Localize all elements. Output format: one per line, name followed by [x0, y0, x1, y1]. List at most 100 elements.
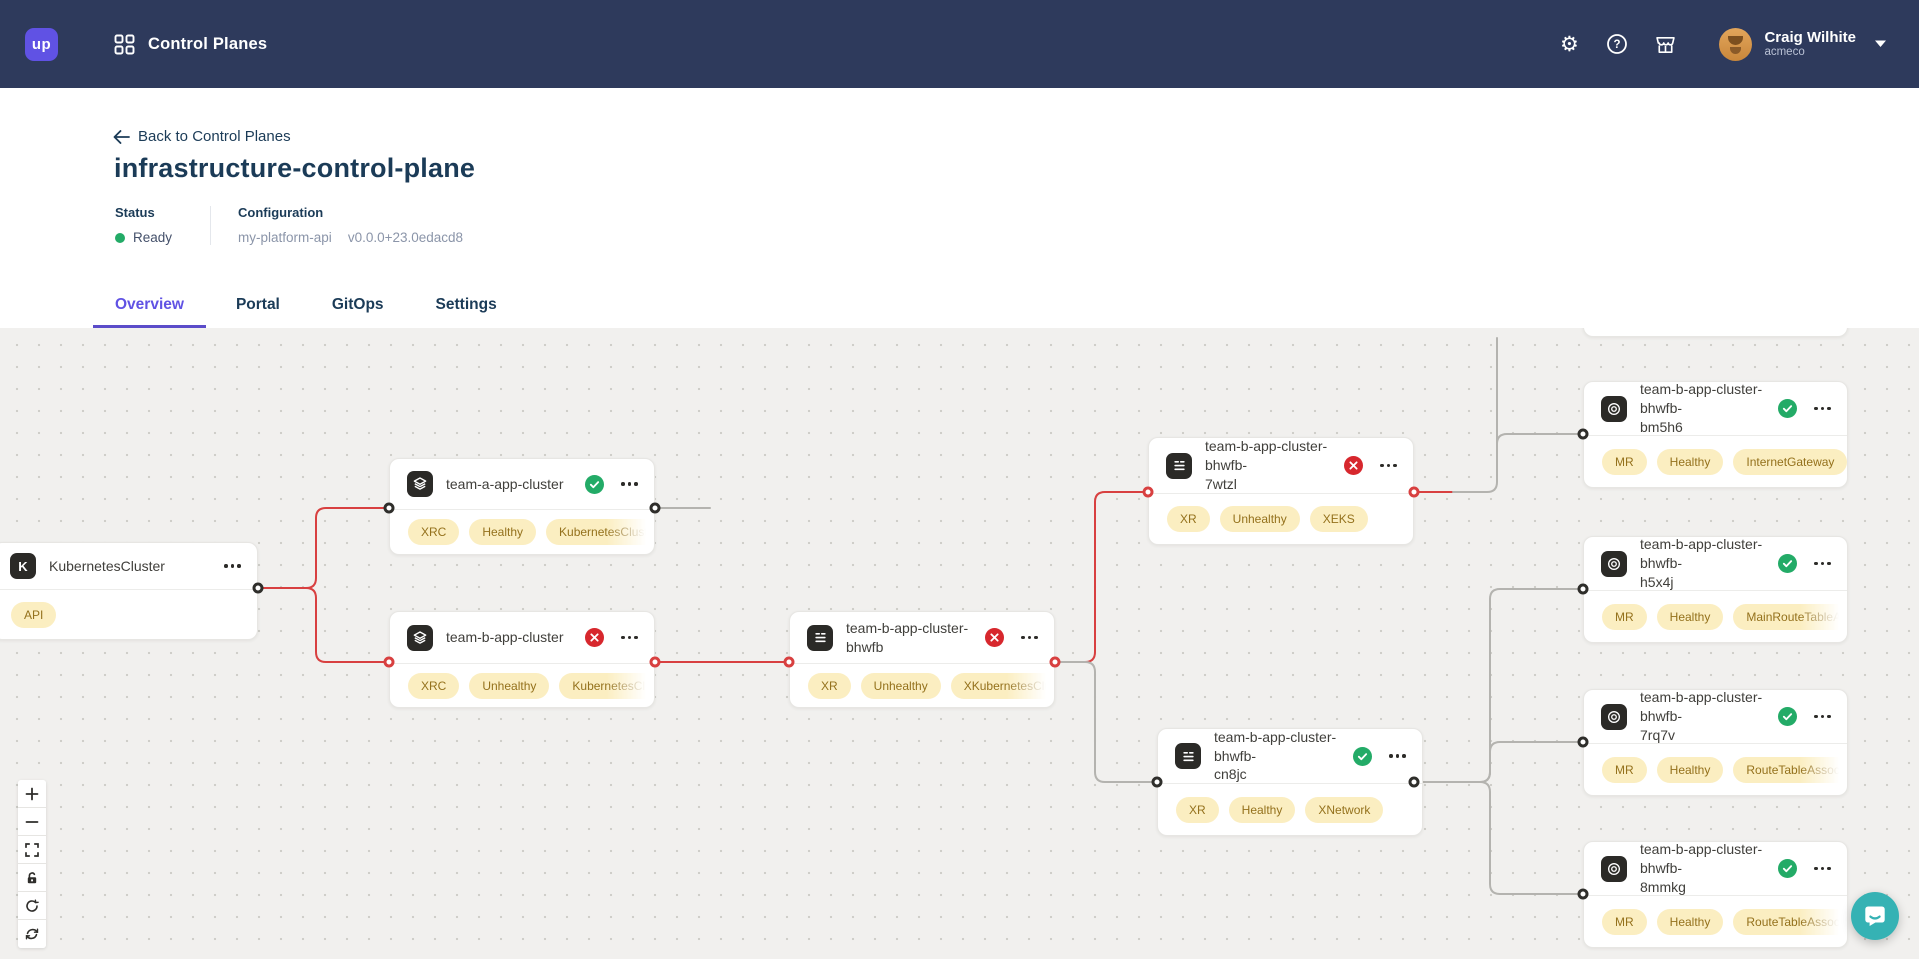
user-org: acmeco: [1764, 46, 1805, 59]
healthy-icon: [1778, 399, 1798, 418]
badge-healthy: Healthy: [469, 519, 537, 545]
badge-unhealthy: Unhealthy: [469, 672, 550, 699]
status-value: Ready: [133, 230, 173, 245]
badge-api: API: [11, 601, 57, 628]
connection-handle[interactable]: [1577, 888, 1589, 900]
caret-down-icon[interactable]: [1874, 35, 1887, 53]
connection-handle[interactable]: [1577, 583, 1589, 595]
top-navbar: up Control Planes ⚙ ? Craig Wilhite acme…: [0, 0, 1919, 88]
divider: [210, 206, 212, 245]
edge-cn8jc-to-7rq7v: [1413, 741, 1584, 783]
tab-gitops[interactable]: GitOps: [331, 296, 384, 313]
zoom-in-button[interactable]: [18, 780, 46, 808]
composite-resource-icon: [1166, 452, 1192, 479]
badge-mr: MR: [1602, 603, 1647, 630]
badge-kubernetescluster: KubernetesCluster: [559, 672, 654, 699]
unhealthy-icon: [985, 628, 1005, 647]
canvas-controls: [18, 780, 46, 948]
node-label: team-b-app-cluster-bhwfb-7rq7v: [1640, 689, 1763, 743]
managed-resource-icon: [1601, 550, 1627, 577]
tab-settings[interactable]: Settings: [435, 296, 497, 313]
connection-handle[interactable]: [1577, 736, 1589, 748]
badge-mr: MR: [1602, 908, 1647, 935]
claim-icon: [407, 471, 433, 497]
badge-healthy: Healthy: [1228, 796, 1296, 823]
edge-trunk-to-top: [1452, 337, 1498, 493]
more-options-button[interactable]: [621, 482, 638, 486]
back-to-control-planes-link[interactable]: Back to Control Planes: [113, 128, 291, 145]
edge-bhwfb-to-cn8jc: [1054, 661, 1158, 783]
node-label: team-a-app-cluster: [446, 475, 564, 492]
help-icon[interactable]: ?: [1605, 32, 1629, 56]
connection-handle[interactable]: [649, 502, 661, 514]
connection-handle[interactable]: [1049, 656, 1061, 668]
connection-handle[interactable]: [1408, 486, 1420, 498]
badge-xrc: XRC: [408, 672, 460, 699]
node-label: team-b-app-cluster-bhwfb-8mmkg: [1640, 841, 1763, 895]
connection-handle[interactable]: [1142, 486, 1154, 498]
marketplace-icon[interactable]: [1653, 32, 1677, 56]
tab-bar: Overview Portal GitOps Settings: [0, 285, 1919, 328]
more-options-button[interactable]: [1380, 463, 1397, 468]
fit-view-button[interactable]: [18, 836, 46, 864]
grid-icon: [114, 34, 135, 55]
configuration-name[interactable]: my-platform-api: [238, 230, 332, 245]
more-options-button[interactable]: [224, 564, 241, 568]
more-options-button[interactable]: [1814, 561, 1831, 566]
more-options-button[interactable]: [1814, 866, 1831, 871]
zoom-out-button[interactable]: [18, 808, 46, 836]
kubernetes-cluster-icon: K: [10, 553, 36, 579]
edge-kc-to-team-b: [257, 587, 390, 663]
connection-handle[interactable]: [252, 582, 264, 594]
badge-xeks: XEKS: [1309, 506, 1368, 532]
node-partial-top-card[interactable]: [1583, 328, 1848, 337]
connection-handle[interactable]: [383, 656, 395, 668]
rotate-button[interactable]: [18, 892, 46, 920]
more-options-button[interactable]: [621, 635, 638, 640]
more-options-button[interactable]: [1814, 406, 1831, 411]
lock-button[interactable]: [18, 864, 46, 892]
edge-cn8jc-to-h5x4j: [1413, 588, 1584, 783]
node-label: team-b-app-cluster-bhwfb-cn8jc: [1214, 728, 1337, 783]
connection-handle[interactable]: [783, 656, 795, 668]
tab-overview[interactable]: Overview: [93, 285, 206, 328]
user-name: Craig Wilhite: [1764, 28, 1856, 46]
badge-healthy: Healthy: [1656, 603, 1724, 630]
connection-handle[interactable]: [383, 502, 395, 514]
gear-icon[interactable]: ⚙: [1560, 32, 1579, 56]
connection-handle[interactable]: [1408, 776, 1420, 788]
upbound-logo[interactable]: up: [25, 27, 58, 61]
badge-xnetwork: XNetwork: [1305, 796, 1384, 823]
chat-bubble-icon: [1865, 906, 1885, 926]
badge-kubernetescluster: KubernetesCluster: [546, 519, 654, 545]
more-options-button[interactable]: [1814, 714, 1831, 719]
avatar[interactable]: [1719, 27, 1753, 61]
tab-portal[interactable]: Portal: [235, 296, 280, 313]
unhealthy-icon: [585, 628, 605, 647]
chat-button[interactable]: [1851, 892, 1899, 940]
more-options-button[interactable]: [1021, 635, 1038, 640]
healthy-icon: [1778, 554, 1798, 573]
connection-handle[interactable]: [1151, 776, 1163, 788]
lock-icon: [25, 871, 39, 885]
more-options-button[interactable]: [1389, 754, 1406, 758]
node-label: KubernetesCluster: [49, 557, 165, 574]
badge-mainroutetableassociation: MainRouteTableAssociation: [1733, 603, 1847, 630]
connection-handle[interactable]: [1577, 428, 1589, 440]
node-label: team-b-app-cluster-bhwfb-7wtzl: [1205, 438, 1328, 492]
minus-icon: [25, 815, 39, 829]
badge-mr: MR: [1602, 756, 1647, 783]
refresh-button[interactable]: [18, 920, 46, 948]
connection-handle[interactable]: [649, 656, 661, 668]
